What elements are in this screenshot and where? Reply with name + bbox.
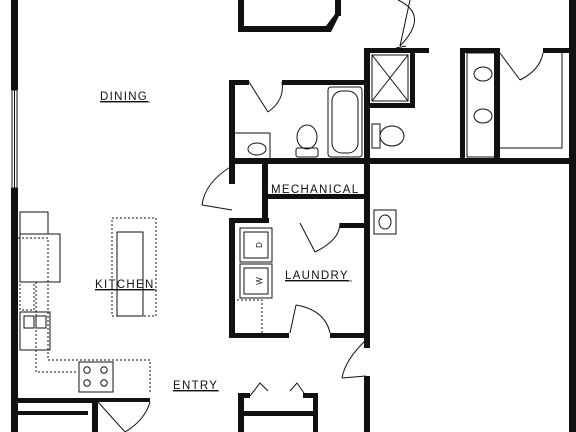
room-label-kitchen: KITCHEN xyxy=(95,279,155,291)
appliance-labels: D W xyxy=(255,242,264,285)
room-label-entry: ENTRY xyxy=(173,380,218,392)
room-label-dining: DINING xyxy=(100,91,148,103)
room-label-laundry: LAUNDRY xyxy=(285,270,349,282)
room-label-mechanical: MECHANICAL xyxy=(271,184,359,196)
fixtures xyxy=(18,52,563,393)
washer-label: W xyxy=(255,277,264,285)
dryer-label: D xyxy=(255,242,264,248)
walls xyxy=(11,0,576,432)
room-labels: DINING MECHANICAL LAUNDRY KITCHEN ENTRY xyxy=(95,91,362,392)
door-swings xyxy=(97,0,544,432)
